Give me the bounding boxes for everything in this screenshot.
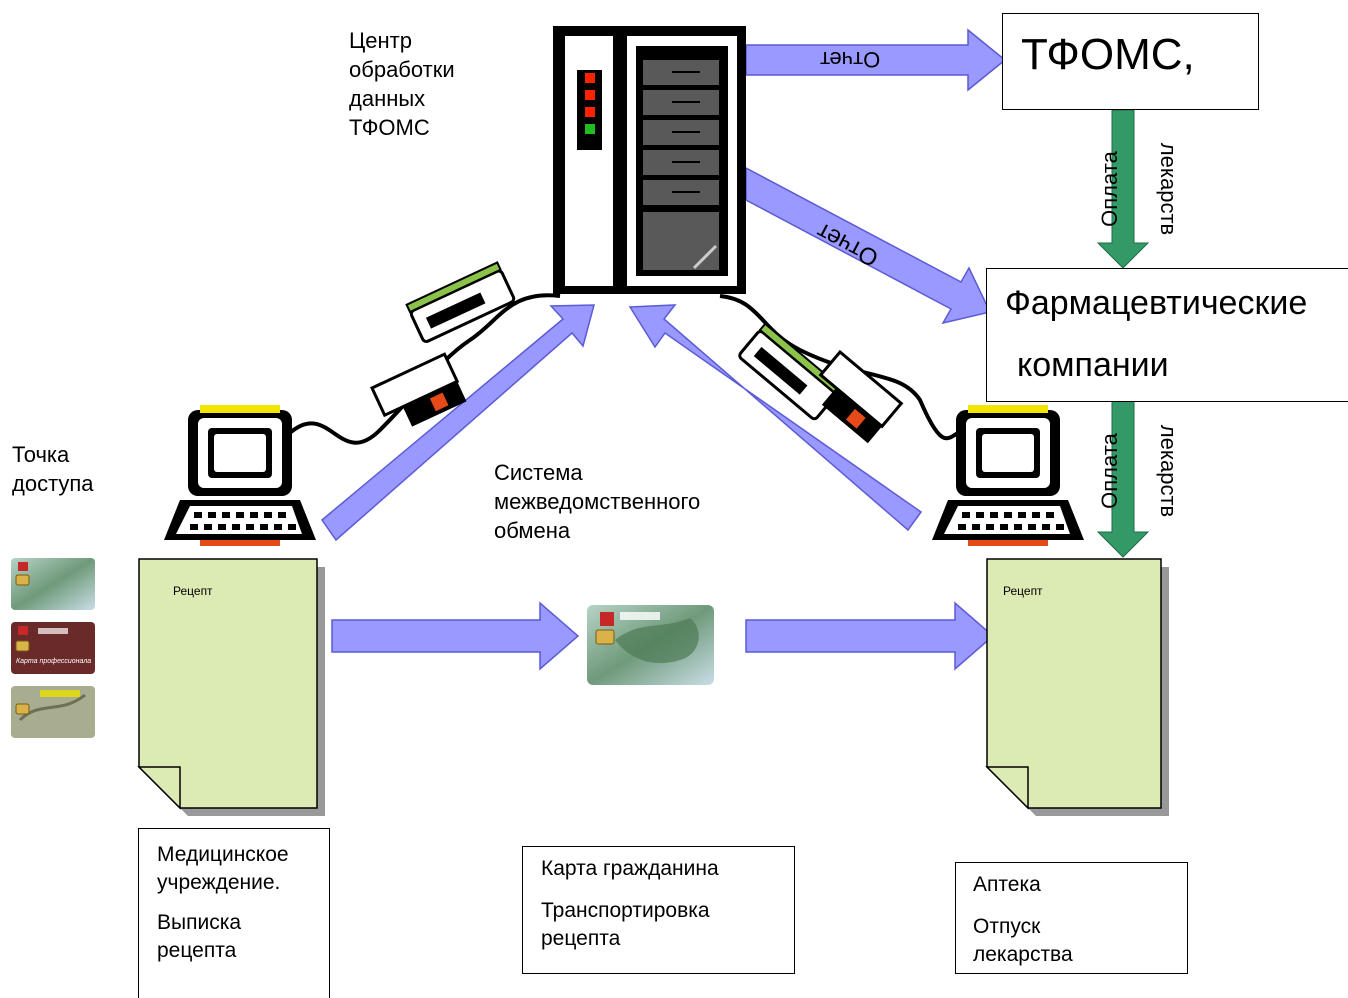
pharma-box: Фармацевтические компании	[986, 268, 1348, 402]
pharmacy-line2: Отпуск лекарства	[973, 915, 1073, 966]
report-arrow-top	[745, 28, 1007, 92]
citizen-card-image	[587, 605, 714, 685]
computer-icon-right	[932, 405, 1084, 546]
recipe-paper-right	[985, 558, 1169, 816]
computer-icon-left	[164, 405, 316, 546]
plug-icon-left	[370, 352, 467, 427]
access-card-citizen	[11, 558, 95, 610]
pharma-line2: компании	[1017, 346, 1169, 384]
card-box: Карта гражданина Транспортировка рецепта	[522, 846, 795, 974]
flow-arrow-left	[331, 601, 580, 671]
recipe-label-right: Рецепт	[1003, 584, 1043, 598]
drugs-label-top: лекарств	[1156, 142, 1182, 236]
access-card-other	[11, 686, 95, 738]
tfoms-title: ТФОМС,	[1021, 30, 1195, 79]
report-arrow-diag	[745, 166, 992, 325]
payment-label-top: Оплата	[1096, 151, 1122, 227]
access-point-label: Точка доступа	[12, 442, 94, 496]
card-line1: Карта гражданина	[541, 857, 719, 880]
pharma-line1: Фармацевтические	[1005, 284, 1308, 322]
medical-line2: Выписка рецепта	[157, 911, 242, 962]
payment-arrow-bottom	[1096, 397, 1150, 558]
plug-icon-right	[818, 349, 904, 444]
payment-label-bottom: Оплата	[1096, 433, 1122, 509]
cable-right	[719, 294, 976, 441]
pharmacy-line1: Аптека	[973, 873, 1041, 896]
drugs-label-bottom: лекарств	[1156, 424, 1182, 518]
report-label-top: Отчет	[820, 47, 881, 72]
medical-line1: Медицинское учреждение.	[157, 843, 289, 894]
upload-arrow-right	[628, 304, 923, 532]
server-icon	[553, 26, 746, 294]
card-line2: Транспортировка рецепта	[541, 899, 710, 950]
center-label: Центр обработки данных ТФОМС	[349, 28, 455, 140]
upload-arrow-left	[320, 304, 595, 542]
router-icon-left	[405, 261, 516, 343]
flow-arrow-right	[745, 601, 995, 671]
system-label: Система межведомственного обмена	[494, 460, 701, 543]
recipe-label-left: Рецепт	[173, 584, 213, 598]
payment-arrow-top	[1096, 109, 1150, 269]
tfoms-box: ТФОМС,	[1002, 13, 1259, 110]
professional-card-caption: Карта профессионала	[16, 658, 92, 665]
medical-box: Медицинское учреждение. Выписка рецепта	[138, 828, 330, 998]
recipe-paper-left	[137, 558, 325, 816]
access-card-professional	[11, 622, 95, 674]
pharmacy-box: Аптека Отпуск лекарства	[955, 862, 1188, 974]
